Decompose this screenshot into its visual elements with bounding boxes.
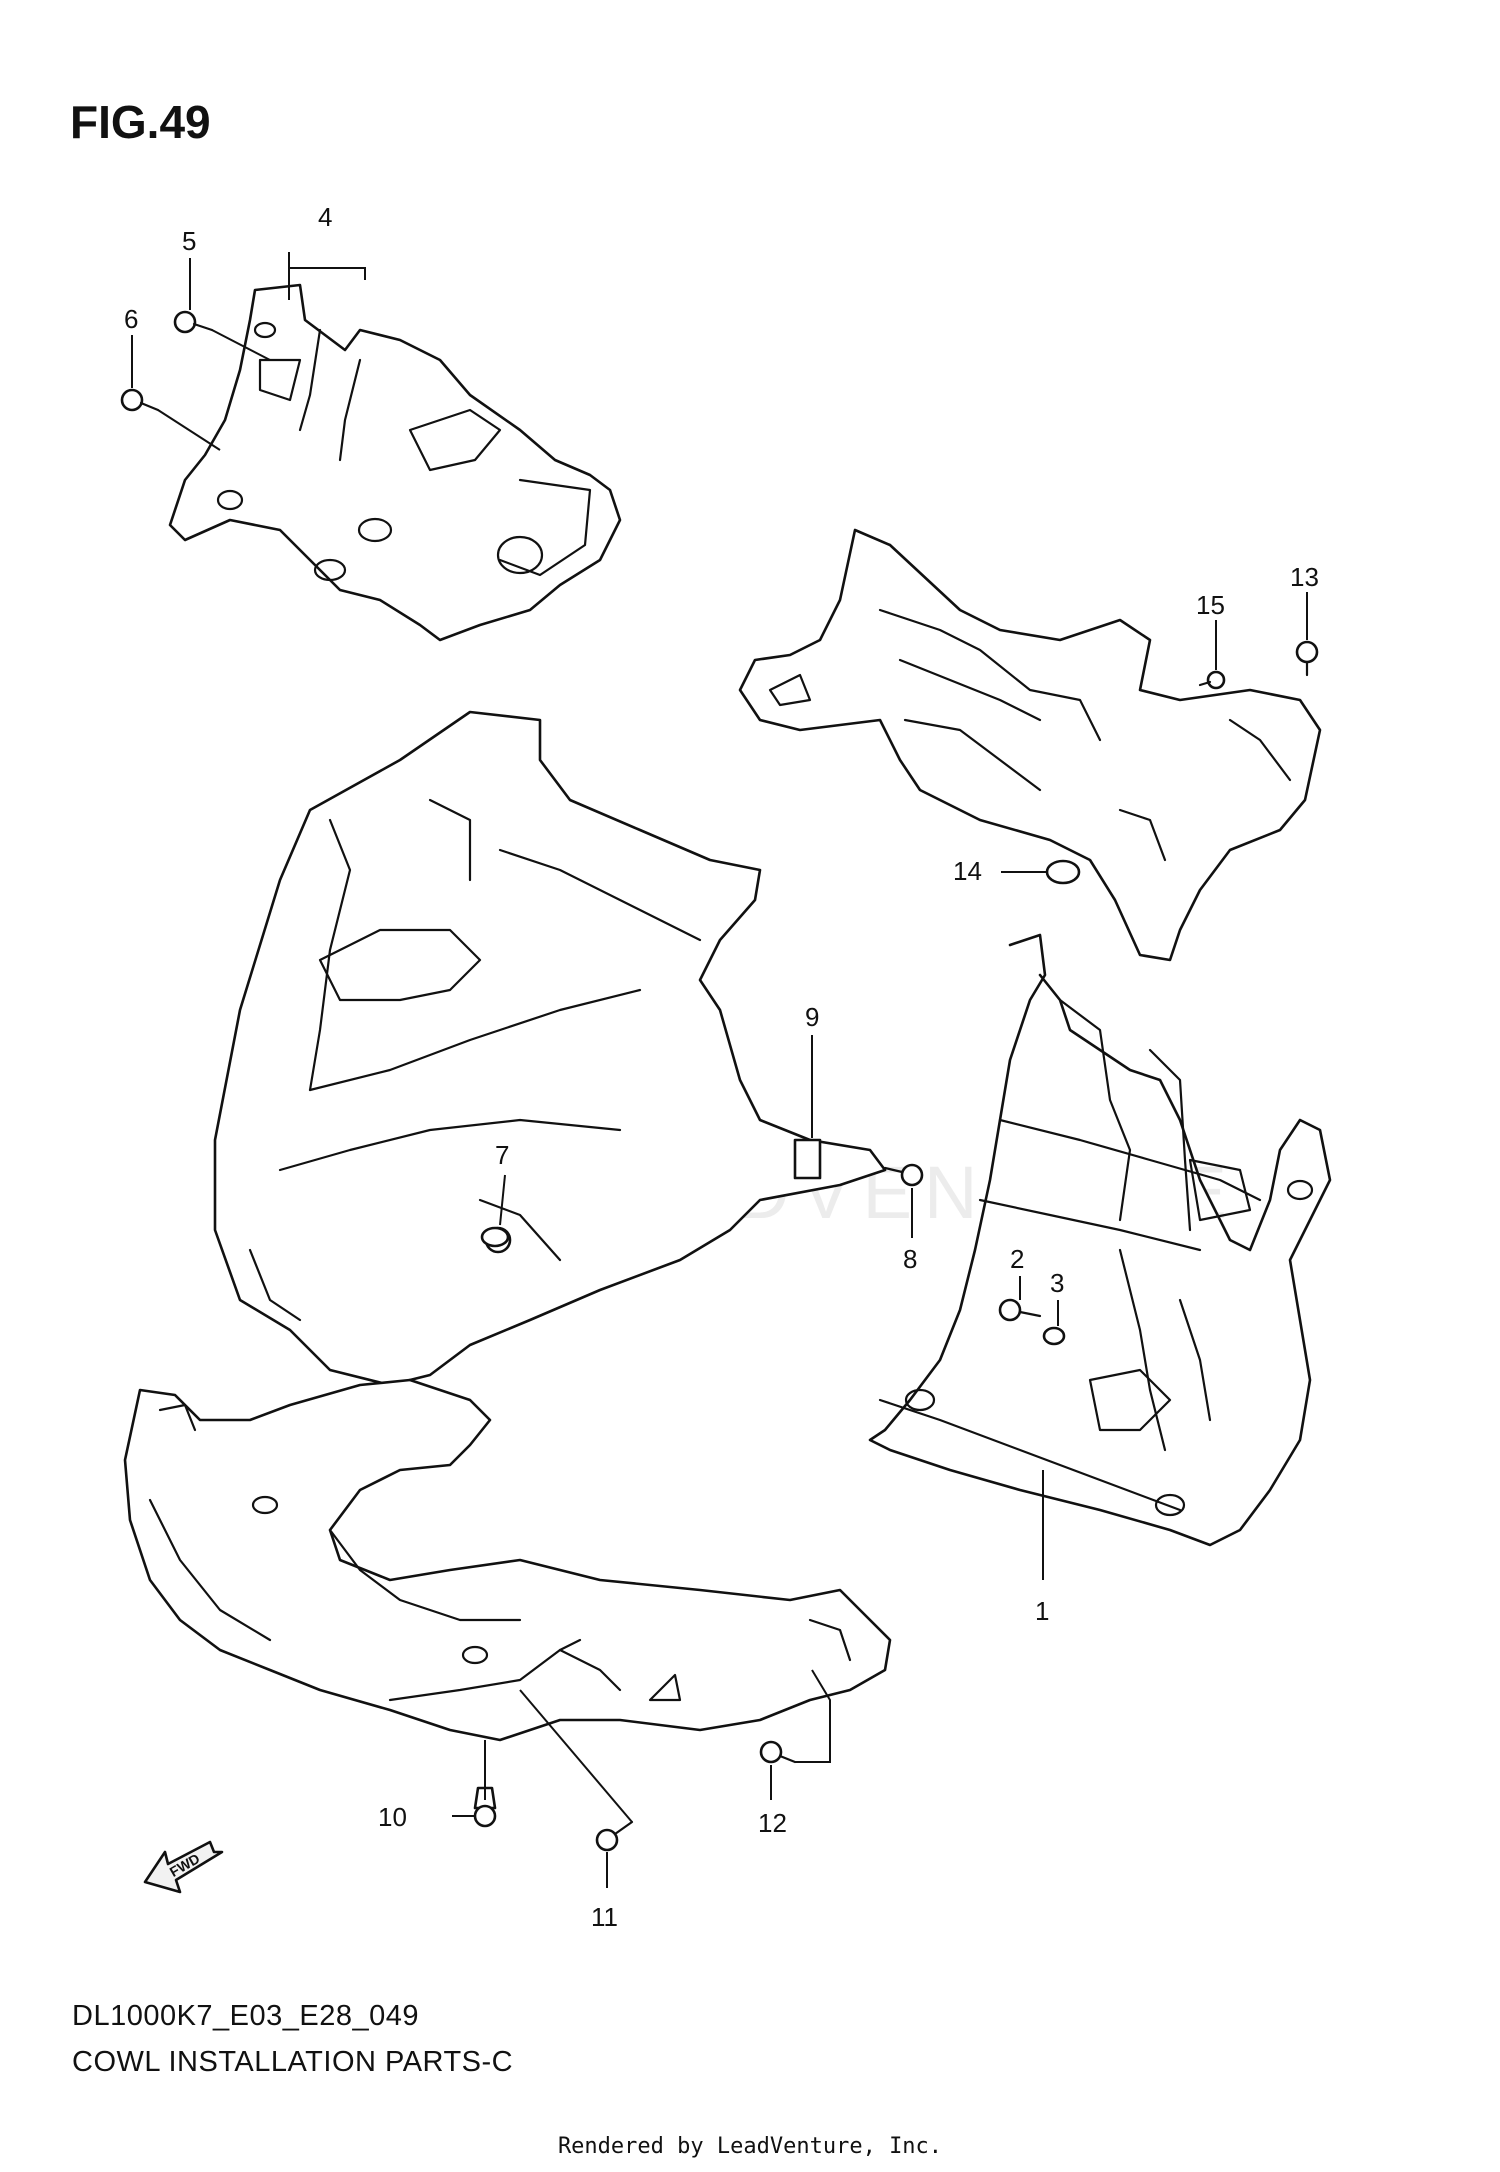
callout-7: 7 [495, 1140, 509, 1170]
fastener-7-grommet[interactable] [480, 1226, 510, 1248]
callout-1: 1 [1035, 1596, 1049, 1626]
caption-title: COWL INSTALLATION PARTS-C [72, 2046, 514, 2078]
callouts: 4 5 6 13 15 14 9 7 8 2 3 1 10 12 11 [124, 202, 1319, 1932]
callout-15: 15 [1196, 590, 1225, 620]
fastener-12-clip[interactable] [759, 1740, 797, 1764]
callout-4: 4 [318, 202, 332, 232]
part-4-upper-bracket[interactable] [168, 283, 622, 642]
callout-14: 14 [953, 856, 982, 886]
leader-lines [131, 252, 1308, 1888]
fastener-9-nut-clip[interactable] [793, 1138, 822, 1180]
fastener-15-clip[interactable] [1198, 670, 1226, 690]
fastener-11-screw[interactable] [595, 1820, 634, 1852]
figure-title: FIG.49 [70, 96, 211, 148]
part-lower-cowl[interactable] [123, 1378, 892, 1742]
fastener-5-bolt[interactable] [173, 310, 214, 334]
fastener-14-grommet[interactable] [1045, 859, 1081, 885]
fwd-arrow-icon: FWD [143, 1840, 224, 1894]
part-upper-cowl[interactable] [213, 710, 887, 1387]
fastener-13-screw[interactable] [1295, 640, 1319, 677]
render-footer: Rendered by LeadVenture, Inc. [557, 2134, 943, 2159]
callout-11: 11 [591, 1902, 618, 1932]
callout-8: 8 [903, 1244, 917, 1274]
callout-10: 10 [378, 1802, 407, 1832]
part-inner-panel[interactable] [738, 528, 1322, 962]
part-1-stay-frame[interactable] [868, 933, 1332, 1547]
fastener-3-washer[interactable] [1042, 1326, 1066, 1346]
callout-6: 6 [124, 304, 138, 334]
callout-3: 3 [1050, 1268, 1064, 1298]
callout-5: 5 [182, 226, 196, 256]
fastener-6-bolt[interactable] [120, 388, 160, 412]
caption-model: DL1000K7_E03_E28_049 [72, 2000, 420, 2032]
fastener-8-screw[interactable] [883, 1163, 924, 1187]
fastener-2-bolt[interactable] [998, 1298, 1042, 1322]
callout-13: 13 [1290, 562, 1319, 592]
callout-2: 2 [1010, 1244, 1024, 1274]
callout-12: 12 [758, 1808, 787, 1838]
callout-9: 9 [805, 1002, 819, 1032]
